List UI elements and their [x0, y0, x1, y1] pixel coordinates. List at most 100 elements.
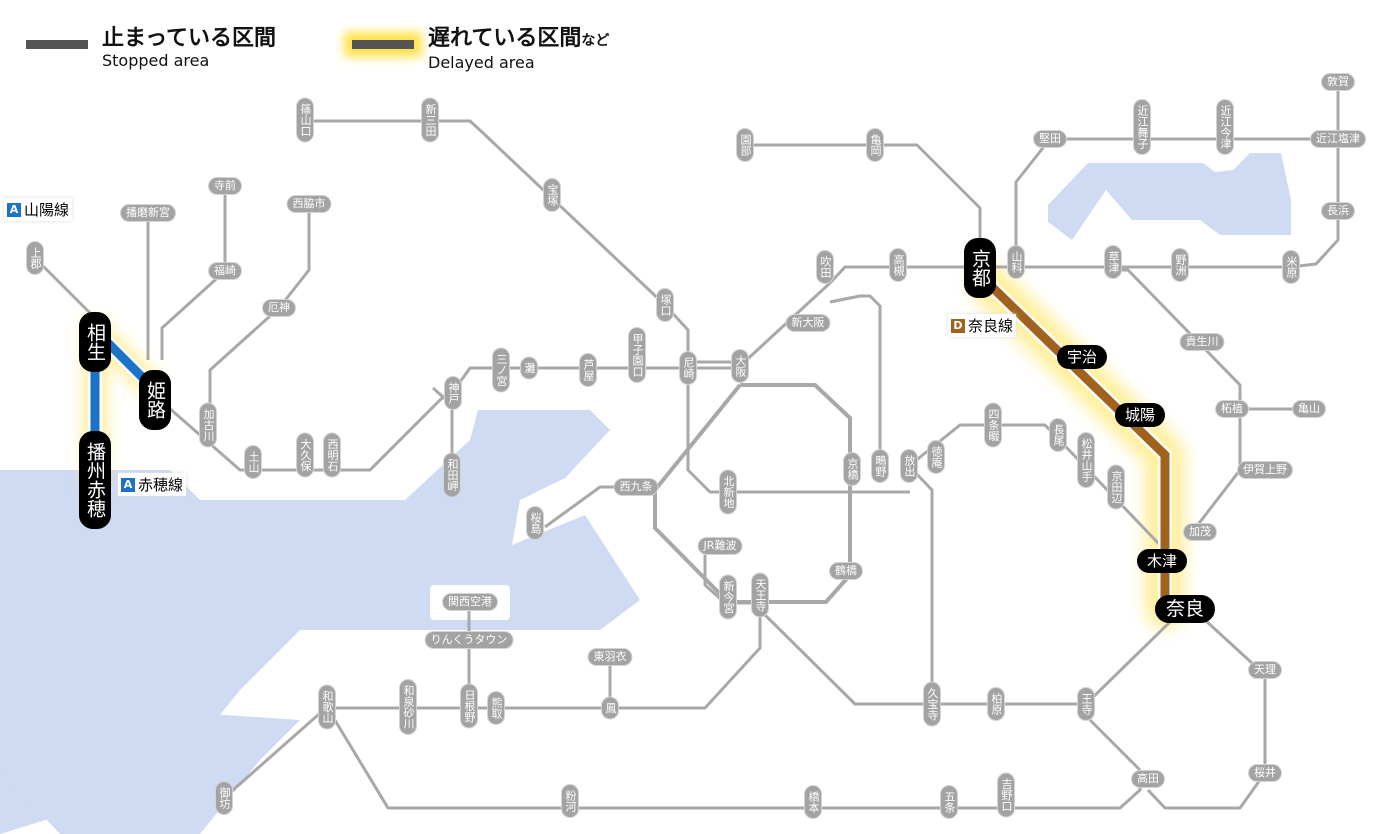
station-marker[interactable]: 新今宮 [719, 574, 737, 620]
station-marker[interactable]: 亀岡 [866, 128, 884, 162]
station-marker[interactable]: 草津 [1104, 245, 1122, 279]
station-marker[interactable]: 柘植 [1215, 400, 1249, 418]
station-marker[interactable]: 桜井 [1248, 764, 1282, 782]
station-marker[interactable]: 園部 [736, 128, 754, 162]
station-marker[interactable]: 鶴橋 [829, 562, 863, 580]
station-marker[interactable]: 加茂 [1183, 523, 1217, 541]
lake-biwa [1048, 153, 1291, 240]
station-affected[interactable]: 姫路 [139, 370, 171, 430]
station-marker[interactable]: 大久保 [296, 432, 314, 478]
station-marker[interactable]: 四条畷 [984, 402, 1002, 448]
station-marker[interactable]: 播磨新宮 [120, 204, 176, 222]
station-marker[interactable]: 山科 [1007, 245, 1025, 279]
station-marker[interactable]: 大阪 [731, 349, 749, 383]
line-name: 山陽線 [24, 201, 70, 219]
station-marker[interactable]: 天王寺 [751, 572, 769, 618]
station-marker[interactable]: 近江舞子 [1133, 99, 1151, 155]
station-marker[interactable]: 寺前 [208, 177, 242, 195]
station-marker[interactable]: 西脇市 [286, 195, 332, 213]
station-marker[interactable]: 鳳 [601, 696, 619, 720]
delayed-label-jp: 遅れている区間など [428, 26, 609, 54]
station-marker[interactable]: 松井山手 [1077, 432, 1095, 488]
station-marker[interactable]: 京田辺 [1107, 464, 1125, 510]
station-marker[interactable]: 和泉砂川 [399, 679, 417, 735]
station-marker[interactable]: 長浜 [1321, 202, 1355, 220]
station-marker[interactable]: 吹田 [816, 250, 834, 284]
station-marker[interactable]: 高田 [1131, 770, 1165, 788]
line-tag-nara[interactable]: D 奈良線 [948, 314, 1017, 337]
station-marker[interactable]: 西九条 [613, 478, 659, 496]
station-marker[interactable]: 厄神 [262, 299, 296, 317]
line-name: 奈良線 [968, 317, 1014, 335]
station-marker[interactable]: 宝塚 [543, 178, 561, 212]
station-marker[interactable]: 加古川 [199, 402, 217, 448]
station-marker[interactable]: 吉野口 [997, 772, 1015, 818]
station-marker[interactable]: 久宝寺 [923, 681, 941, 727]
station-marker[interactable]: 福崎 [208, 262, 242, 280]
station-marker[interactable]: 三ノ宮 [492, 347, 510, 393]
station-marker[interactable]: 高槻 [889, 248, 907, 282]
station-marker[interactable]: 和田岬 [443, 452, 461, 498]
station-affected[interactable]: 京都 [964, 238, 996, 298]
station-marker[interactable]: 東羽衣 [587, 648, 633, 666]
station-marker[interactable]: 土山 [244, 445, 262, 479]
station-marker[interactable]: 新三田 [421, 97, 439, 143]
station-marker[interactable]: 日根野 [460, 683, 478, 729]
station-marker[interactable]: 五条 [940, 785, 958, 819]
station-marker[interactable]: りんくうタウン [424, 631, 514, 649]
station-marker[interactable]: 亀山 [1292, 400, 1326, 418]
station-marker[interactable]: 近江塩津 [1310, 130, 1366, 148]
stopped-label-en: Stopped area [102, 51, 210, 70]
line-badge: D [951, 318, 965, 333]
station-affected[interactable]: 播州赤穂 [79, 431, 111, 529]
bay-lower [0, 700, 300, 834]
station-marker[interactable]: 尼崎 [679, 351, 697, 385]
station-marker[interactable]: JR難波 [697, 537, 743, 555]
station-marker[interactable]: 徳庵 [927, 440, 945, 474]
legend-delayed: 遅れている区間など Delayed area [352, 26, 609, 72]
station-marker[interactable]: 放出 [900, 449, 918, 483]
legend-stopped: 止まっている区間 Stopped area [26, 26, 276, 70]
station-marker[interactable]: 王寺 [1077, 687, 1095, 721]
station-marker[interactable]: 米原 [1282, 250, 1300, 284]
station-marker[interactable]: 柏原 [987, 687, 1005, 721]
station-marker[interactable]: 西明石 [323, 432, 341, 478]
station-marker[interactable]: 関西空港 [442, 593, 498, 611]
station-affected[interactable]: 城陽 [1114, 403, 1166, 427]
station-affected[interactable]: 相生 [79, 312, 111, 372]
stopped-label-jp: 止まっている区間 [102, 26, 277, 51]
station-marker[interactable]: 上郡 [26, 241, 44, 275]
line-tag-sanyo[interactable]: A 山陽線 [4, 198, 73, 221]
station-marker[interactable]: 灘 [520, 356, 538, 380]
station-marker[interactable]: 篠山口 [296, 97, 314, 143]
station-affected[interactable]: 宇治 [1056, 345, 1108, 369]
station-marker[interactable]: 北新地 [719, 469, 737, 515]
station-marker[interactable]: 京橋 [843, 452, 861, 486]
station-marker[interactable]: 敦賀 [1321, 73, 1355, 91]
station-marker[interactable]: 新大阪 [785, 314, 831, 332]
station-marker[interactable]: 和歌山 [318, 684, 336, 730]
station-marker[interactable]: 天理 [1248, 661, 1282, 679]
delayed-label-en: Delayed area [428, 53, 535, 72]
station-marker[interactable]: 鴫野 [871, 449, 889, 483]
station-marker[interactable]: 神戸 [444, 376, 462, 410]
line-badge: A [121, 477, 135, 492]
station-marker[interactable]: 粉河 [561, 784, 579, 818]
line-tag-ako[interactable]: A 赤穂線 [118, 473, 187, 496]
station-marker[interactable]: 御坊 [215, 781, 233, 815]
station-marker[interactable]: 芦屋 [579, 353, 597, 387]
station-marker[interactable]: 塚口 [656, 288, 674, 322]
station-affected[interactable]: 木津 [1136, 549, 1188, 573]
station-marker[interactable]: 熊取 [487, 691, 505, 725]
station-marker[interactable]: 貴生川 [1179, 333, 1225, 351]
station-marker[interactable]: 野洲 [1171, 248, 1189, 282]
station-marker[interactable]: 甲子園口 [628, 327, 646, 383]
station-affected[interactable]: 奈良 [1154, 595, 1216, 623]
station-marker[interactable]: 桜島 [526, 506, 544, 540]
station-marker[interactable]: 橋本 [804, 785, 822, 819]
station-marker[interactable]: 伊賀上野 [1237, 461, 1293, 479]
station-marker[interactable]: 堅田 [1033, 130, 1067, 148]
station-marker[interactable]: 近江今津 [1216, 99, 1234, 155]
water [0, 153, 1291, 834]
station-marker[interactable]: 長尾 [1049, 418, 1067, 452]
